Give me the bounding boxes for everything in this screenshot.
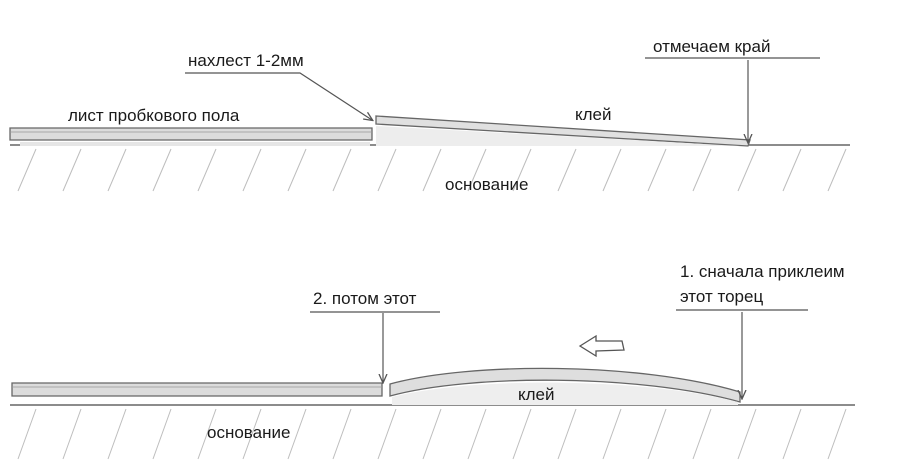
hatch-stroke <box>62 408 82 460</box>
hatch-stroke <box>17 148 37 192</box>
bottom-diagram <box>10 309 855 460</box>
bottom-base-label: основание <box>207 423 291 442</box>
bottom-base-hatching <box>17 408 847 460</box>
top-base-label: основание <box>445 175 529 194</box>
hatch-stroke <box>647 148 667 192</box>
bottom-glue-shade <box>392 382 738 405</box>
hatch-stroke <box>332 408 352 460</box>
overlap-label: нахлест 1-2мм <box>188 51 304 70</box>
hatch-stroke <box>647 408 667 460</box>
hatch-stroke <box>827 148 847 192</box>
hatch-stroke <box>422 148 442 192</box>
top-base-hatching <box>17 148 847 192</box>
hatch-stroke <box>62 148 82 192</box>
hatch-stroke <box>242 408 262 460</box>
hatch-stroke <box>737 148 757 192</box>
hatch-stroke <box>602 408 622 460</box>
hatch-stroke <box>602 148 622 192</box>
cork-sheet-label: лист пробкового пола <box>68 106 240 125</box>
hatch-stroke <box>692 148 712 192</box>
top-glue-shade-left <box>20 142 370 146</box>
left-arrow-icon <box>578 334 625 358</box>
hatch-stroke <box>557 408 577 460</box>
hatch-stroke <box>467 408 487 460</box>
hatch-stroke <box>197 408 217 460</box>
hatch-stroke <box>467 148 487 192</box>
first-glue-label-line1: 1. сначала приклеим <box>680 262 845 281</box>
hatch-stroke <box>287 408 307 460</box>
top-cork-sheet-inclined <box>375 115 751 147</box>
hatch-stroke <box>17 408 37 460</box>
top-cork-sheet-flat <box>9 127 373 141</box>
hatch-stroke <box>692 408 712 460</box>
mark-edge-label: отмечаем край <box>653 37 771 56</box>
hatch-stroke <box>332 148 352 192</box>
hatch-stroke <box>287 148 307 192</box>
hatch-stroke <box>557 148 577 192</box>
hatch-stroke <box>782 148 802 192</box>
first-glue-label-line2: этот торец <box>680 287 764 306</box>
hatch-stroke <box>107 408 127 460</box>
top-diagram <box>9 57 850 192</box>
hatch-stroke <box>512 408 532 460</box>
hatch-stroke <box>377 408 397 460</box>
hatch-stroke <box>737 408 757 460</box>
then-this-label: 2. потом этот <box>313 289 417 308</box>
hatch-stroke <box>107 148 127 192</box>
top-glue-label: клей <box>575 105 612 124</box>
hatch-stroke <box>377 148 397 192</box>
top-glue-wedge <box>376 126 740 146</box>
hatch-stroke <box>152 148 172 192</box>
hatch-stroke <box>782 408 802 460</box>
hatch-stroke <box>422 408 442 460</box>
hatch-stroke <box>827 408 847 460</box>
hatch-stroke <box>242 148 262 192</box>
hatch-stroke <box>152 408 172 460</box>
bottom-cork-sheet-curved <box>389 367 741 403</box>
hatch-stroke <box>512 148 532 192</box>
overlap-leader <box>185 72 372 120</box>
bottom-cork-sheet-flat <box>11 382 383 397</box>
hatch-stroke <box>197 148 217 192</box>
bottom-glue-label: клей <box>518 385 555 404</box>
